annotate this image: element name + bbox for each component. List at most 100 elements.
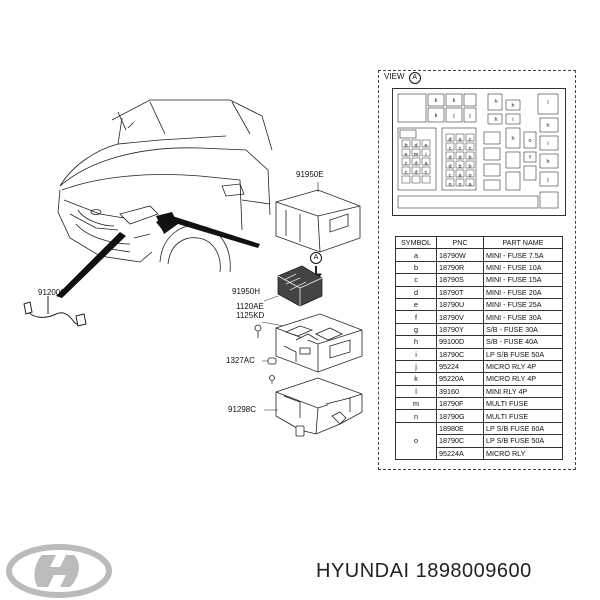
pnc-cell: 18790G xyxy=(436,409,484,423)
fuse-slot-letter: d xyxy=(458,155,461,161)
fuse-slot-letter: h xyxy=(546,159,549,165)
pnc-cell: 95224 xyxy=(436,359,484,374)
fuse-slot-letter: d xyxy=(414,143,417,149)
pnc-cell: 18790R xyxy=(436,260,484,275)
symbol-cell: f xyxy=(395,310,437,324)
brand-part-number: HYUNDAI 1898009600 xyxy=(316,560,532,582)
fuse-slot-letter: c xyxy=(469,146,472,152)
fuse-slot-letter: a xyxy=(458,137,462,143)
part-name-cell: MINI - FUSE 25A xyxy=(483,297,563,312)
fuse-slot-letter: c xyxy=(449,146,452,152)
fuse-slot-letter: h xyxy=(494,99,497,105)
fuse-slot-letter: n xyxy=(448,182,451,188)
pnc-cell: 18980E xyxy=(436,421,484,436)
fuse-slot-letter: h xyxy=(494,117,497,123)
fuse-slot-letter: m xyxy=(414,152,419,158)
callout-91950h: 91950H xyxy=(232,287,261,296)
header-symbol: SYMBOL xyxy=(395,235,437,250)
symbol-cell: m xyxy=(395,397,437,411)
fuse-slot-letter: d xyxy=(448,155,451,161)
symbol-cell: e xyxy=(395,297,437,312)
symbol-cell: k xyxy=(395,372,437,386)
fuse-slot-letter: j xyxy=(546,177,548,183)
fuse-slot-letter: i xyxy=(425,152,426,158)
symbol-cell: b xyxy=(395,260,437,275)
fuse-slot-letter: a xyxy=(424,161,428,167)
table-header-row: SYMBOL PNC PART NAME xyxy=(395,235,563,250)
pnc-cell: 18790W xyxy=(436,248,484,262)
symbol-cell: a xyxy=(395,248,437,262)
fuse-slot-letter: e xyxy=(404,152,407,158)
callout-1120ae: 1120AE xyxy=(236,302,264,311)
symbol-cell: d xyxy=(395,285,437,299)
fuse-slot-letter: h xyxy=(511,136,514,142)
callout-91200g: 91200G xyxy=(38,288,67,297)
header-pnc: PNC xyxy=(436,235,484,250)
fuse-slot-letter: c xyxy=(449,173,452,179)
fuse-slot-letter: d xyxy=(448,164,451,170)
hyundai-logo-icon xyxy=(6,544,112,598)
part-name-cell: MINI - FUSE 7.5A xyxy=(483,248,563,262)
symbol-cell: c xyxy=(395,273,437,287)
fuse-slot-letter: k xyxy=(435,98,438,104)
callout-1327ac: 1327AC xyxy=(226,356,255,365)
part-name-cell: LP S/B FUSE 50A xyxy=(483,434,563,448)
part-name-cell: MICRO RLY 4P xyxy=(483,372,563,386)
part-name-cell: MICRO RLY 4P xyxy=(483,359,563,374)
pnc-cell: 18790Y xyxy=(436,322,484,337)
pnc-cell: 39160 xyxy=(436,384,484,399)
fuse-slot-letter: i xyxy=(547,141,548,147)
callout-1125kd: 1125KD xyxy=(236,311,265,320)
fuse-slot-letter: o xyxy=(528,138,531,144)
fuse-slot-letter: j xyxy=(452,113,454,119)
fuse-slot-letter: e xyxy=(424,143,427,149)
fuse-slot-letter: j xyxy=(468,113,470,119)
part-name-cell: MICRO RLY xyxy=(483,446,563,461)
part-name-cell: MINI - FUSE 20A xyxy=(483,285,563,299)
part-name-cell: MULTI FUSE xyxy=(483,409,563,423)
part-name-cell: S/B - FUSE 30A xyxy=(483,322,563,337)
view-title-text: VIEW xyxy=(384,72,405,81)
fuse-slot-letter: a xyxy=(468,182,472,188)
fuse-slot-letter: k xyxy=(453,98,456,104)
fuse-slot-letter: b xyxy=(468,164,471,170)
fuse-slot-letter: c xyxy=(469,137,472,143)
part-name-cell: S/B - FUSE 40A xyxy=(483,335,563,349)
pnc-cell: 18790U xyxy=(436,297,484,312)
fuse-slot-letter: d xyxy=(414,161,417,167)
harness-drawing xyxy=(23,296,87,327)
header-part-name: PART NAME xyxy=(483,235,563,250)
fuse-slot-letter: b xyxy=(458,164,461,170)
part-name-cell: LP S/B FUSE 50A xyxy=(483,347,563,361)
part-name-cell: MINI - FUSE 15A xyxy=(483,273,563,287)
fuse-slot-letter: a xyxy=(458,173,462,179)
fuse-slot-letter: d xyxy=(414,170,417,176)
upper-case-drawing xyxy=(275,313,363,373)
pnc-cell: 18790F xyxy=(436,397,484,411)
arrow-a-marker: A xyxy=(310,252,322,264)
symbol-cell: j xyxy=(395,359,437,374)
part-name-cell: MINI - FUSE 10A xyxy=(483,260,563,275)
pnc-cell: 99100D xyxy=(436,335,484,349)
screw-drawing xyxy=(254,324,262,338)
part-name-cell: LP S/B FUSE 60A xyxy=(483,421,563,436)
pnc-cell: 95220A xyxy=(436,372,484,386)
fuse-slot-letter: b xyxy=(404,143,407,149)
fuse-slot-letter: o xyxy=(468,173,471,179)
fuse-slot-letter: f xyxy=(529,155,531,161)
clip-drawing xyxy=(267,357,277,365)
fuse-box-layout xyxy=(392,88,566,216)
callout-91950e: 91950E xyxy=(296,170,324,179)
pnc-cell: 18790S xyxy=(436,273,484,287)
